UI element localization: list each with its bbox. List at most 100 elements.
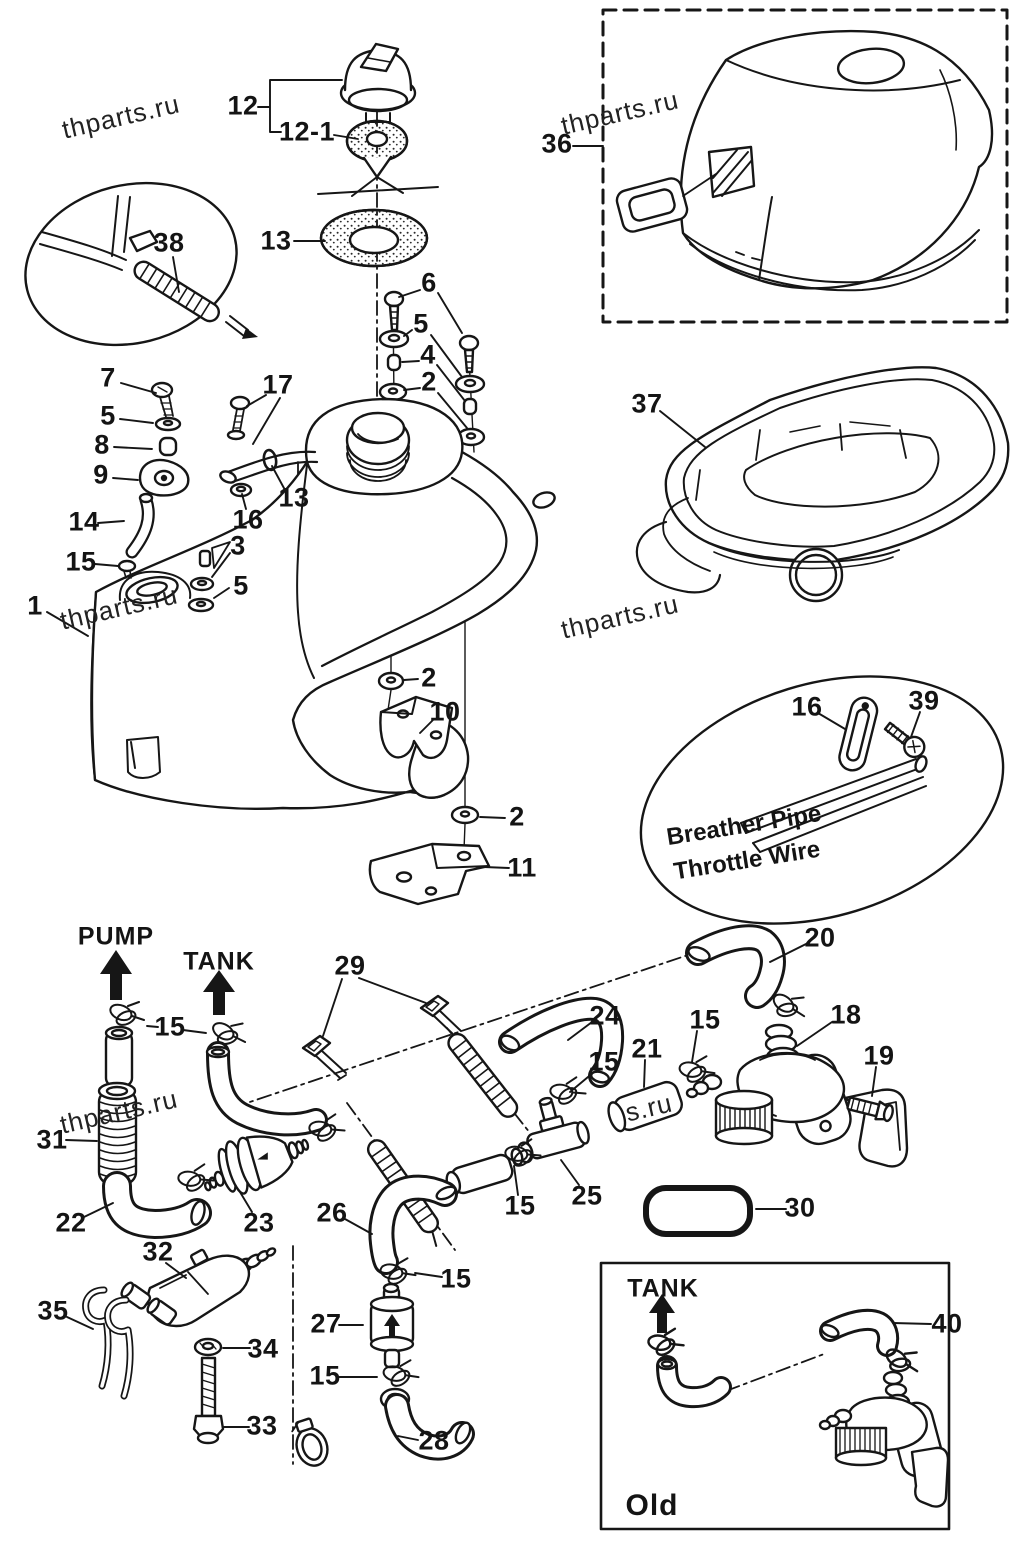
callout-8: 8 bbox=[94, 429, 110, 460]
washer-34-art bbox=[193, 1337, 223, 1357]
tube-bundle-art bbox=[740, 755, 928, 853]
old-tank-label: TANK bbox=[627, 1274, 699, 1303]
cap-gasket-12-1-art bbox=[317, 119, 439, 197]
spring-38-art bbox=[133, 260, 220, 323]
callout-15: 15 bbox=[588, 1046, 620, 1077]
callout-15: 15 bbox=[440, 1263, 472, 1294]
bottom-cowl-art bbox=[635, 366, 1010, 603]
slot-16-art bbox=[838, 696, 879, 772]
callout-31: 31 bbox=[36, 1124, 68, 1155]
corrugated-hose-31-art bbox=[97, 1081, 138, 1186]
hose-14-art bbox=[125, 492, 155, 559]
callout-15: 15 bbox=[65, 546, 97, 577]
primer-32-art bbox=[120, 1247, 277, 1328]
callout-24: 24 bbox=[589, 1000, 621, 1031]
old-label: Old bbox=[625, 1489, 679, 1522]
callout-20: 20 bbox=[804, 922, 836, 953]
screw-clamp-art bbox=[291, 1417, 329, 1467]
bolt-33-art bbox=[192, 1356, 225, 1445]
callout-37: 37 bbox=[631, 388, 663, 419]
callout-27: 27 bbox=[310, 1308, 342, 1339]
tank-hose-art bbox=[205, 1041, 328, 1137]
pump-label: PUMP bbox=[77, 922, 155, 951]
old-version-box bbox=[599, 1261, 951, 1531]
callout-4: 4 bbox=[420, 339, 436, 370]
engine-cover-box bbox=[601, 8, 1009, 324]
callout-26: 26 bbox=[316, 1197, 348, 1228]
filler-neck-art bbox=[345, 411, 411, 482]
old-left-hose-art bbox=[656, 1355, 732, 1409]
callout-23: 23 bbox=[243, 1207, 275, 1238]
cover-grommet-art bbox=[615, 177, 689, 233]
callout-30: 30 bbox=[784, 1192, 816, 1223]
callout-34: 34 bbox=[247, 1333, 279, 1364]
tank-arrow bbox=[203, 970, 235, 1015]
callout-33: 33 bbox=[246, 1410, 278, 1441]
callout-17: 17 bbox=[262, 369, 294, 400]
callout-1: 1 bbox=[27, 590, 43, 621]
callout-5: 5 bbox=[233, 570, 249, 601]
screw-17-art bbox=[226, 395, 251, 441]
callout-5: 5 bbox=[413, 308, 429, 339]
callout-25: 25 bbox=[571, 1180, 603, 1211]
callout-9: 9 bbox=[93, 459, 109, 490]
gasket-30-art bbox=[643, 1185, 753, 1237]
screw-stack-right bbox=[454, 334, 486, 447]
cable-tie-art bbox=[419, 994, 462, 1037]
callout-12: 12 bbox=[227, 90, 259, 121]
tube-21-art bbox=[607, 1080, 683, 1133]
stud-3-art bbox=[187, 541, 231, 613]
mount-hardware-art bbox=[368, 671, 491, 906]
callout-40: 40 bbox=[931, 1308, 963, 1339]
screw-39-art bbox=[883, 721, 926, 759]
screw-stack-left bbox=[378, 290, 410, 402]
callout-15: 15 bbox=[689, 1004, 721, 1035]
hose-24-art bbox=[498, 996, 625, 1088]
keys-35-art bbox=[82, 1286, 134, 1400]
fuel-cock-18-art bbox=[685, 1023, 909, 1168]
fuel-tank-art bbox=[90, 381, 556, 810]
callout-15: 15 bbox=[504, 1190, 536, 1221]
coil-spring-art bbox=[447, 1032, 519, 1118]
callout-16: 16 bbox=[232, 504, 264, 535]
callout-32: 32 bbox=[142, 1236, 174, 1267]
callout-12-1: 12-1 bbox=[278, 116, 336, 147]
callout-13: 13 bbox=[278, 482, 310, 513]
small-tube-art bbox=[445, 1153, 514, 1195]
cable-tie-art bbox=[301, 1034, 347, 1081]
pump-arrow bbox=[100, 950, 132, 1000]
callout-16: 16 bbox=[791, 691, 823, 722]
callout-6: 6 bbox=[421, 267, 437, 298]
callout-36: 36 bbox=[541, 128, 573, 159]
tap-screw-stack-art bbox=[138, 381, 190, 497]
callout-29: 29 bbox=[334, 950, 366, 981]
callout-14: 14 bbox=[68, 506, 100, 537]
inset-breather-throttle bbox=[639, 675, 1005, 925]
vent-screw-15-art bbox=[117, 559, 137, 579]
tank-label: TANK bbox=[183, 947, 255, 976]
callout-19: 19 bbox=[863, 1040, 895, 1071]
callout-2: 2 bbox=[509, 801, 525, 832]
pump-tube-art bbox=[104, 1025, 134, 1088]
hose-20-art bbox=[685, 924, 786, 1009]
callout-28: 28 bbox=[418, 1425, 450, 1456]
callout-15: 15 bbox=[309, 1360, 341, 1391]
callout-11: 11 bbox=[507, 852, 537, 883]
callout-15: 15 bbox=[154, 1011, 186, 1042]
callout-18: 18 bbox=[830, 999, 862, 1030]
callout-39: 39 bbox=[908, 685, 940, 716]
engine-cover-art bbox=[615, 29, 994, 292]
callout-3: 3 bbox=[230, 530, 246, 561]
breather-pipe-art bbox=[219, 448, 319, 498]
callout-10: 10 bbox=[429, 696, 461, 727]
old-tank-arrow bbox=[649, 1294, 675, 1333]
hose-22-art bbox=[102, 1171, 212, 1239]
old-fuel-cock-art bbox=[818, 1370, 950, 1508]
callout-5: 5 bbox=[100, 400, 116, 431]
callout-21: 21 bbox=[631, 1033, 663, 1064]
callout-7: 7 bbox=[100, 362, 116, 393]
callout-35: 35 bbox=[37, 1295, 69, 1326]
hose-40-art bbox=[819, 1308, 900, 1357]
callout-22: 22 bbox=[55, 1207, 87, 1238]
